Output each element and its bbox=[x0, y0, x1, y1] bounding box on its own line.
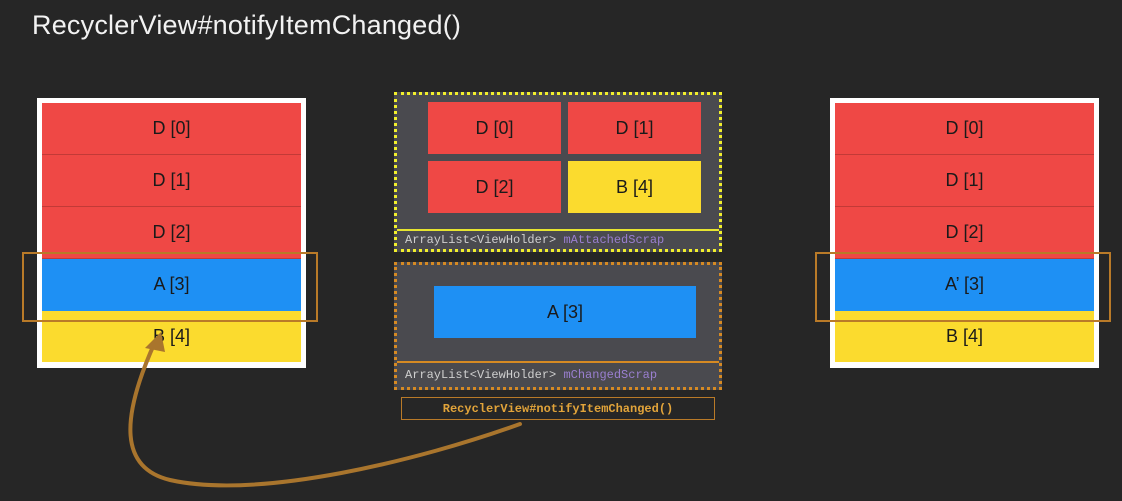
changed-scrap-label: ArrayList<ViewHolder> mChangedScrap bbox=[397, 361, 719, 387]
left-recyclerview-list: D [0] D [1] D [2] A [3] B [4] bbox=[37, 98, 306, 368]
list-item: B [4] bbox=[835, 311, 1094, 362]
left-highlight-box bbox=[22, 252, 318, 322]
list-item: B [4] bbox=[42, 311, 301, 362]
list-item-changed: A’ [3] bbox=[835, 259, 1094, 311]
right-recyclerview-list: D [0] D [1] D [2] A’ [3] B [4] bbox=[830, 98, 1099, 368]
attached-scrap-grid: D [0] D [1] D [2] B [4] bbox=[428, 102, 701, 213]
list-item-changed: A [3] bbox=[42, 259, 301, 311]
attached-scrap-type: ArrayList<ViewHolder> bbox=[405, 233, 564, 247]
attached-scrap-var: mAttachedScrap bbox=[563, 233, 665, 247]
changed-scrap-var: mChangedScrap bbox=[563, 368, 658, 382]
changed-scrap-item: A [3] bbox=[434, 286, 696, 338]
attached-scrap-item: D [1] bbox=[568, 102, 701, 154]
attached-scrap-label: ArrayList<ViewHolder> mAttachedScrap bbox=[397, 229, 719, 249]
notify-call-label: RecyclerView#notifyItemChanged() bbox=[401, 397, 715, 420]
changed-scrap-container: A [3] ArrayList<ViewHolder> mChangedScra… bbox=[394, 262, 722, 390]
attached-scrap-container: D [0] D [1] D [2] B [4] ArrayList<ViewHo… bbox=[394, 92, 722, 252]
attached-scrap-item: D [2] bbox=[428, 161, 561, 213]
list-item: D [1] bbox=[42, 155, 301, 207]
page-title: RecyclerView#notifyItemChanged() bbox=[32, 10, 462, 40]
list-item: D [2] bbox=[42, 207, 301, 259]
right-highlight-box bbox=[815, 252, 1111, 322]
list-item: D [0] bbox=[42, 103, 301, 155]
list-item: D [2] bbox=[835, 207, 1094, 259]
list-item: D [0] bbox=[835, 103, 1094, 155]
changed-scrap-type: ArrayList<ViewHolder> bbox=[405, 368, 564, 382]
list-item: D [1] bbox=[835, 155, 1094, 207]
attached-scrap-item: D [0] bbox=[428, 102, 561, 154]
attached-scrap-item: B [4] bbox=[568, 161, 701, 213]
